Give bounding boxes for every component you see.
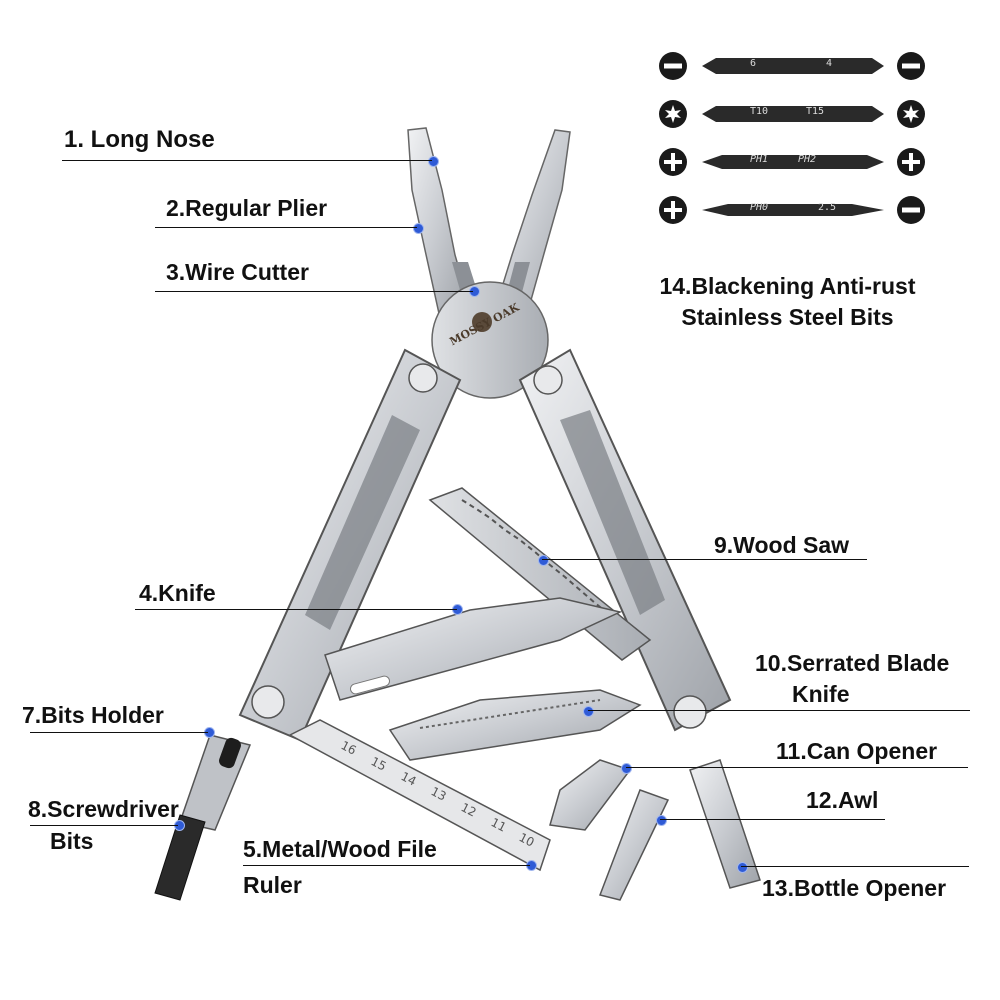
leader-line-bits-holder xyxy=(30,732,208,733)
ruler-number: 10 xyxy=(517,830,537,849)
marker-dot-awl xyxy=(656,815,667,826)
callout-bits-holder: 7.Bits Holder xyxy=(22,702,164,728)
slotted-icon xyxy=(897,196,925,224)
callout-wire-cutter: 3.Wire Cutter xyxy=(166,259,309,285)
bit-size-left: 6 xyxy=(750,58,757,69)
leader-line-serrated-blade xyxy=(588,710,970,711)
slotted-icon xyxy=(897,52,925,80)
marker-dot-serrated-blade xyxy=(583,706,594,717)
ruler-number: 14 xyxy=(399,769,419,788)
callout-screwdriver-bits-line2: Bits xyxy=(50,828,94,854)
callout-file-ruler-line2: Ruler xyxy=(243,872,302,898)
serrated-blade xyxy=(388,689,642,761)
bit-row: 6 4 xyxy=(658,46,928,86)
marker-dot-bottle-opener xyxy=(737,862,748,873)
bit-body xyxy=(702,102,884,126)
ruler-number: 11 xyxy=(489,815,509,834)
phillips-icon xyxy=(659,148,687,176)
bits-panel-title-line1: 14.Blackening Anti-rust xyxy=(659,273,916,299)
leader-line-long-nose xyxy=(62,160,432,161)
leader-line-screwdriver-bits xyxy=(30,825,178,826)
bit-body xyxy=(702,198,884,222)
callout-wood-saw: 9.Wood Saw xyxy=(714,532,850,558)
file-ruler-blade: 16 15 14 13 12 11 10 xyxy=(288,719,551,872)
phillips-icon xyxy=(659,196,687,224)
knife-blade xyxy=(324,597,623,701)
callout-knife: 4.Knife xyxy=(139,580,216,606)
callout-bottle-opener: 13.Bottle Opener xyxy=(762,875,947,901)
bit-body xyxy=(702,54,884,78)
torx-icon xyxy=(659,100,687,128)
slotted-icon xyxy=(659,52,687,80)
marker-dot-wood-saw xyxy=(538,555,549,566)
bit-size-right: PH2 xyxy=(798,154,817,165)
callout-long-nose: 1. Long Nose xyxy=(64,126,215,153)
callout-serrated-blade-line2: Knife xyxy=(792,681,850,707)
right-handle xyxy=(518,348,732,732)
leader-line-wood-saw xyxy=(542,559,867,560)
bits-holder-tool xyxy=(154,734,252,901)
marker-dot-long-nose xyxy=(428,156,439,167)
left-handle xyxy=(238,348,462,742)
marker-dot-can-opener xyxy=(621,763,632,774)
bit-size-right: 4 xyxy=(826,58,833,69)
bit-size-left: PH1 xyxy=(750,154,769,165)
bit-size-right: T15 xyxy=(806,106,825,117)
pivot-disc xyxy=(431,281,549,399)
torx-icon xyxy=(897,100,925,128)
small-tools xyxy=(549,759,761,901)
ruler-number: 16 xyxy=(339,738,359,757)
leader-line-file-ruler xyxy=(243,865,530,866)
ruler-number: 12 xyxy=(459,800,479,819)
callout-awl: 12.Awl xyxy=(806,787,879,813)
callout-regular-plier: 2.Regular Plier xyxy=(166,195,328,221)
bit-size-left: PH0 xyxy=(750,202,769,213)
callout-can-opener: 11.Can Opener xyxy=(776,738,938,764)
leader-line-bottle-opener xyxy=(741,866,969,867)
ruler-number: 13 xyxy=(429,784,449,803)
plier-jaws xyxy=(407,127,571,320)
callout-serrated-blade-line1: 10.Serrated Blade xyxy=(755,650,950,676)
phillips-icon xyxy=(897,148,925,176)
bit-row: T10 T15 xyxy=(658,94,928,134)
leader-line-wire-cutter xyxy=(155,291,473,292)
bit-row: PH1 PH2 xyxy=(658,142,928,182)
bit-size-left: T10 xyxy=(750,106,769,117)
leader-line-can-opener xyxy=(626,767,968,768)
bits-panel-title-line2: Stainless Steel Bits xyxy=(681,304,894,330)
callout-file-ruler-line1: 5.Metal/Wood File xyxy=(243,836,437,862)
leader-line-awl xyxy=(660,819,885,820)
leader-line-knife xyxy=(135,609,457,610)
bit-size-right: 2.5 xyxy=(818,202,837,213)
bit-row: PH0 2.5 xyxy=(658,190,928,230)
leader-line-regular-plier xyxy=(155,227,417,228)
bit-body xyxy=(702,150,884,174)
marker-dot-regular-plier xyxy=(413,223,424,234)
callout-screwdriver-bits-line1: 8.Screwdriver xyxy=(28,796,179,822)
ruler-number: 15 xyxy=(369,754,389,773)
